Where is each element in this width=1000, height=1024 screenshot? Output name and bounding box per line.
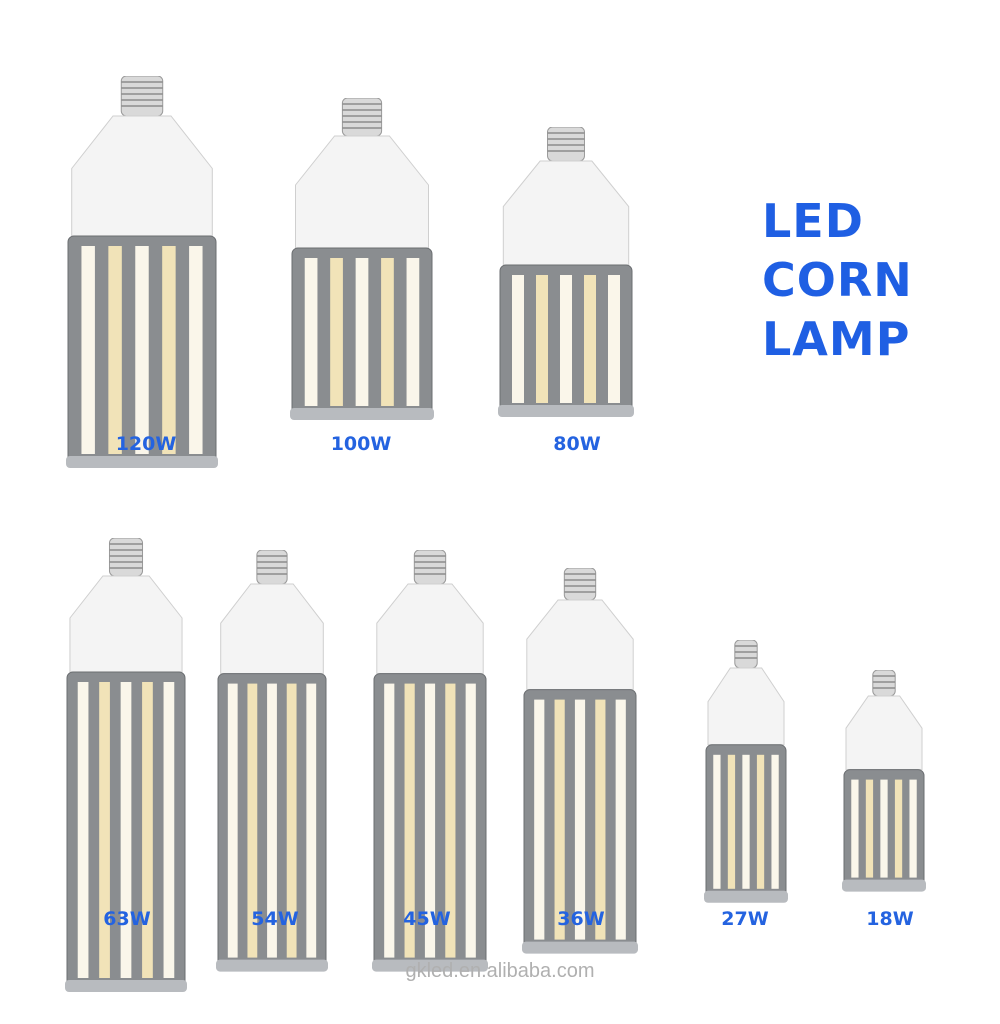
- watt-label-27: 27W: [721, 908, 769, 930]
- lamp-8: [834, 670, 934, 918]
- title-line-2: CORN: [762, 253, 913, 307]
- watt-label-63: 63W: [103, 908, 151, 930]
- lamp-0: [58, 76, 226, 506]
- watt-label-54: 54W: [251, 908, 299, 930]
- title-line-3: LAMP: [762, 312, 911, 366]
- watt-label-36: 36W: [557, 908, 605, 930]
- watt-label-80: 80W: [553, 433, 601, 455]
- title-line-1: LED: [762, 194, 864, 248]
- lamp-2: [490, 127, 642, 451]
- watt-label-100: 100W: [330, 433, 392, 455]
- lamp-5: [364, 550, 496, 1002]
- lamp-3: [57, 538, 195, 1024]
- lamp-4: [208, 550, 336, 1002]
- lamp-7: [696, 640, 796, 930]
- product-title: LED CORN LAMP: [762, 192, 992, 369]
- watt-label-120: 120W: [115, 433, 177, 455]
- lamp-1: [282, 98, 442, 456]
- watt-label-45: 45W: [403, 908, 451, 930]
- lamp-6: [514, 568, 646, 984]
- watt-label-18: 18W: [866, 908, 914, 930]
- watermark: gkled.en.alibaba.com: [405, 960, 595, 982]
